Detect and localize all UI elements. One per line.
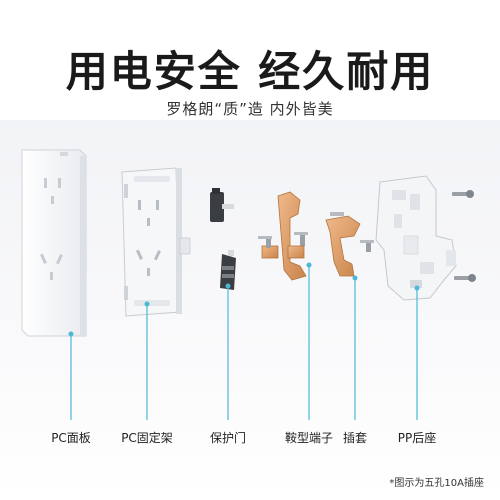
- pc-mounting-frame: [121, 167, 191, 317]
- leader-dots: [68, 262, 420, 337]
- footnote: *图示为五孔10A插座: [389, 478, 484, 489]
- socket-contacts: [325, 212, 374, 277]
- subheadline: 罗格朗“质”造 内外皆美: [166, 100, 334, 118]
- headline: 用电安全 经久耐用: [65, 47, 435, 96]
- saddle-terminal: [258, 191, 308, 281]
- label-safety-shutter: 保护门: [209, 431, 247, 445]
- label-pc-mounting-frame: PC固定架: [121, 431, 173, 445]
- screws: [452, 190, 476, 282]
- pp-back-base: [375, 175, 457, 301]
- label-saddle-terminal: 鞍型端子: [284, 431, 334, 445]
- safety-shutter: [210, 188, 236, 290]
- label-socket-contacts: 插套: [342, 431, 368, 445]
- label-pp-back-base: PP后座: [397, 431, 437, 445]
- leader-lines: [70, 265, 418, 420]
- label-pc-face-plate: PC面板: [51, 431, 91, 445]
- pc-face-plate: [21, 149, 87, 337]
